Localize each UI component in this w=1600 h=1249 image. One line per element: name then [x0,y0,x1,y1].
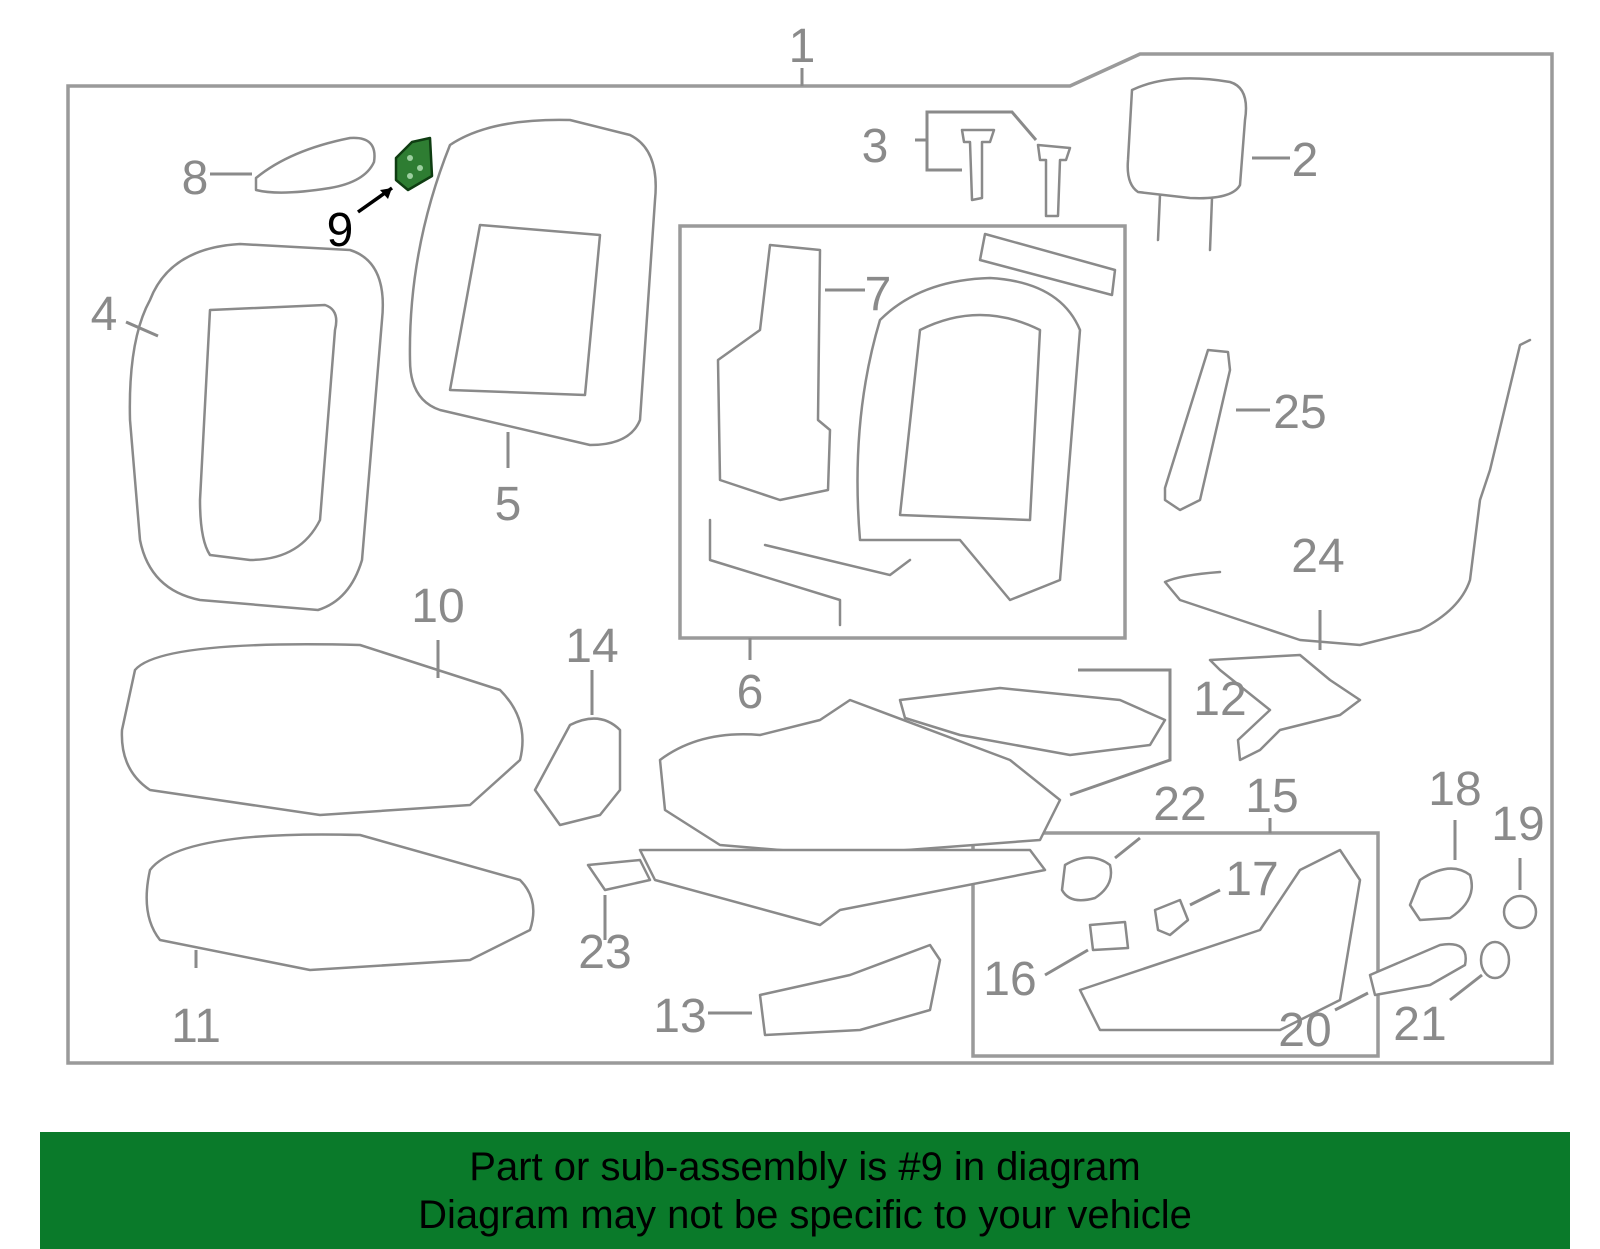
callout-17: 17 [1225,853,1278,906]
part-24-bracket [1208,653,1362,762]
callout-3: 3 [862,120,889,173]
part-13-rail-trim[interactable] [758,943,942,1037]
part-18-knob[interactable] [1408,867,1473,922]
callout-21: 21 [1393,998,1446,1051]
callout-25: 25 [1273,386,1326,439]
part-3-guide-right[interactable] [1036,143,1072,218]
seat-track [638,848,1047,927]
part-17-knob[interactable] [1153,898,1190,937]
part-6-frame-inner [898,313,1042,522]
callout-24: 24 [1291,530,1344,583]
callout-22: 22 [1153,778,1206,831]
part-9-detail [417,165,423,171]
callout-13: 13 [653,990,706,1043]
leader-3 [915,110,1038,172]
leader-17 [1189,888,1221,907]
assembly-15-box [971,831,1380,1058]
part-21-cap[interactable] [1479,940,1511,980]
part-8-handle[interactable] [254,136,376,194]
callout-5: 5 [495,478,522,531]
part-14-bracket[interactable] [533,717,622,827]
leader-22 [1114,836,1141,860]
callout-6: 6 [737,666,764,719]
part-7-lumbar[interactable] [716,243,832,502]
leader-21 [1449,973,1483,1002]
callout-15: 15 [1245,770,1298,823]
part-19-cap[interactable] [1502,894,1538,930]
callout-2: 2 [1292,134,1319,187]
part-22-knob[interactable] [1060,856,1113,902]
part-4-panel [198,303,338,562]
part-2-headrest[interactable] [1126,77,1248,200]
part-12-seat-spring[interactable] [898,686,1167,757]
part-16-switch[interactable] [1088,920,1130,952]
callout-11: 11 [171,1000,221,1053]
assembly-6-box [678,224,1127,640]
part-2-post [1208,196,1214,252]
part-9-detail [407,173,413,179]
banner-line-1: Part or sub-assembly is #9 in diagram [469,1144,1141,1189]
part-2-post [1156,193,1162,242]
callout-16: 16 [983,953,1036,1006]
part-10-cushion-cover[interactable] [120,643,524,817]
callout-10: 10 [411,580,464,633]
callout-1: 1 [789,20,816,73]
callout-19: 19 [1491,798,1544,851]
callout-23: 23 [578,926,631,979]
part-24-harness[interactable] [1163,338,1532,647]
callout-12: 12 [1193,673,1246,726]
info-banner: Part or sub-assembly is #9 in diagram Di… [40,1132,1570,1249]
part-3-guide-left[interactable] [960,128,996,202]
part-6-rod [708,518,912,627]
assembly-1-outline [66,52,1554,1065]
leader-16 [1044,948,1089,977]
part-15-side-shield[interactable] [1078,848,1362,1032]
part-23-clip[interactable] [586,858,652,892]
callout-7: 7 [865,268,892,321]
part-9-switch[interactable] [394,136,434,192]
callout-4: 4 [91,288,118,341]
callout-14: 14 [565,620,618,673]
leader-9-arrow [380,188,392,199]
callout-20: 20 [1278,1004,1331,1057]
part-9-detail [407,155,413,161]
part-20-handle[interactable] [1368,942,1467,997]
callout-18: 18 [1428,763,1481,816]
part-5-panel [448,223,602,397]
part-25-side-trim[interactable] [1163,348,1232,512]
part-11-cushion-pad[interactable] [145,833,535,972]
leader-12 [1069,668,1172,797]
leader-20 [1334,991,1369,1012]
leader-4 [125,320,159,338]
part-6-bracket [978,232,1117,297]
callout-9: 9 [327,204,354,257]
callout-8: 8 [182,152,209,205]
banner-line-2: Diagram may not be specific to your vehi… [418,1192,1192,1237]
seat-frame [658,698,1062,857]
